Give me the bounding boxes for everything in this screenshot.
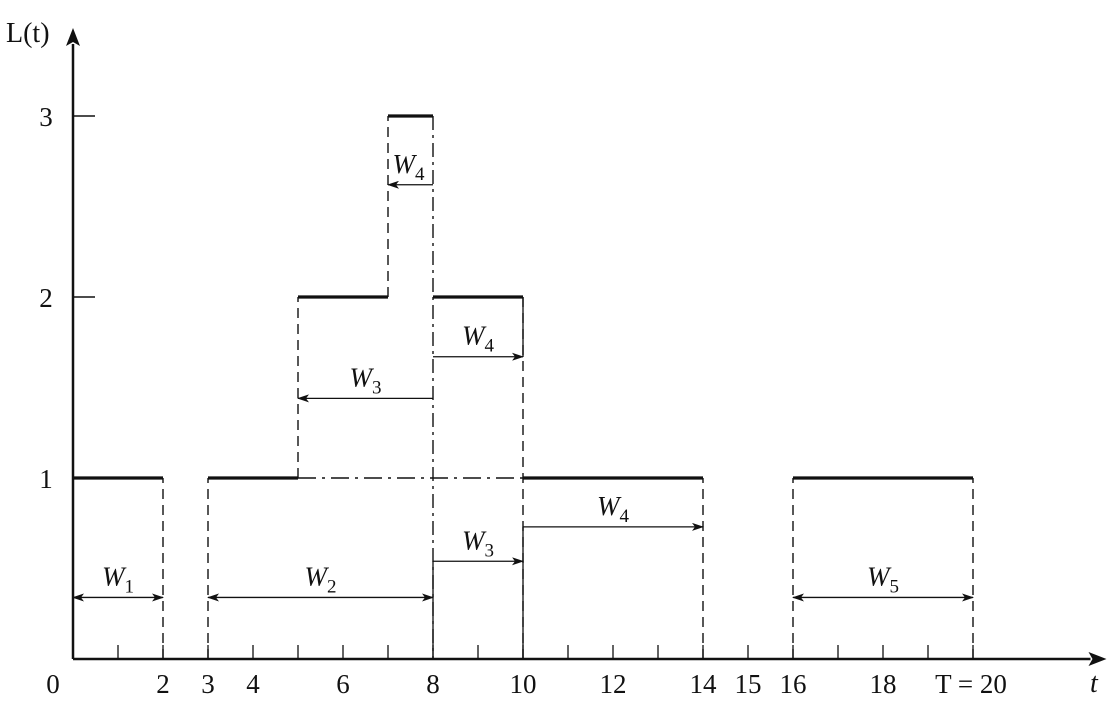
waiting-time-3-label: W4 <box>597 491 630 527</box>
waiting-time-7-label-subscript: 5 <box>890 576 900 597</box>
waiting-time-1-label-subscript: 2 <box>327 576 337 597</box>
step-levels-group <box>73 114 973 480</box>
x-axis-arrowhead <box>1088 652 1107 666</box>
waiting-time-5-label-subscript: 4 <box>485 336 495 357</box>
y-tick-label-1: 1 <box>39 464 53 494</box>
x-tick-label-12: 12 <box>600 669 627 699</box>
y-tick-label-3: 3 <box>39 102 53 132</box>
waiting-time-1-label: W2 <box>305 561 337 597</box>
x-tick-label-0: 0 <box>46 669 60 699</box>
waiting-time-0-label-subscript: 1 <box>125 576 135 597</box>
y-tick-label-2: 2 <box>39 283 53 313</box>
axes-group <box>66 28 1107 666</box>
x-tick-label-10: 10 <box>510 669 537 699</box>
waiting-time-arrows-group <box>72 180 974 659</box>
x-tick-label-8: 8 <box>426 669 440 699</box>
x-tick-label-14: 14 <box>690 669 718 699</box>
x-tick-label-3: 3 <box>201 669 215 699</box>
x-end-label: T = 20 <box>935 669 1007 699</box>
waiting-time-2-label: W3 <box>462 525 494 561</box>
waiting-time-5-label: W4 <box>462 321 495 357</box>
x-tick-label-6: 6 <box>336 669 350 699</box>
waiting-time-4-label-subscript: 3 <box>372 377 382 398</box>
y-axis-title: L(t) <box>6 18 50 49</box>
waiting-time-6-label-subscript: 4 <box>415 164 425 185</box>
x-tick-label-15: 15 <box>735 669 762 699</box>
x-axis-title: t <box>1090 668 1099 699</box>
dashed-guides-group <box>162 116 974 659</box>
x-tick-label-4: 4 <box>246 669 260 699</box>
y-axis-arrowhead <box>66 28 80 46</box>
x-tick-label-16: 16 <box>780 669 807 699</box>
waiting-time-6-label: W4 <box>393 149 426 185</box>
waiting-time-4-label: W3 <box>350 362 382 398</box>
waiting-time-0-label: W1 <box>102 561 134 597</box>
x-tick-label-2: 2 <box>156 669 170 699</box>
x-tick-label-18: 18 <box>870 669 897 699</box>
waiting-time-7-label: W5 <box>867 561 899 597</box>
waiting-time-2-label-subscript: 3 <box>485 540 495 561</box>
waiting-time-3-label-subscript: 4 <box>620 506 630 527</box>
